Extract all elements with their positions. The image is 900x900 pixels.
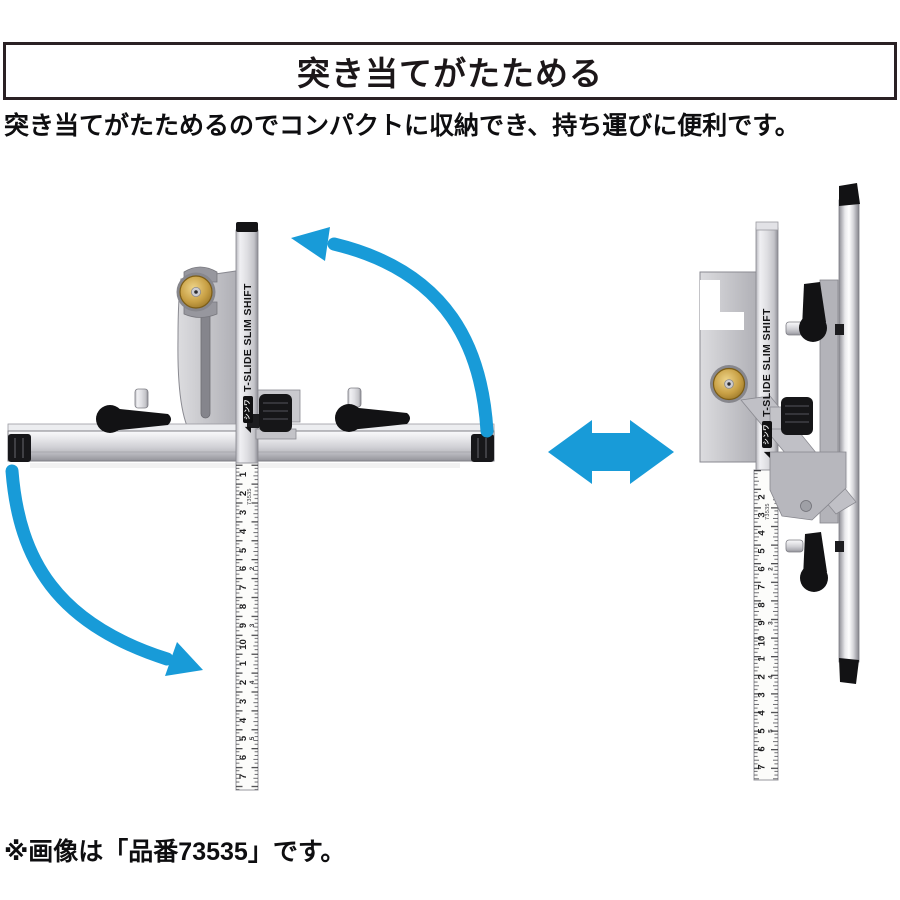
- ruler-secondary-number: 3: [248, 623, 256, 628]
- ruler-secondary-number: [243, 640, 262, 649]
- brand-badge: シンワ: [762, 420, 772, 448]
- stud-pin-left: [134, 388, 149, 409]
- folded-fence-bar: [838, 199, 860, 663]
- stud-pin-lower: [785, 539, 804, 553]
- brand-logo-icon: ◢: [243, 426, 252, 433]
- brand-logo-icon: ◢: [762, 451, 771, 458]
- ruler-secondary-number: 4: [767, 675, 774, 679]
- ruler-ticks: [236, 463, 258, 790]
- adjuster-slot: [200, 309, 211, 419]
- ruler-secondary-number: [762, 547, 780, 556]
- product-label-text: T-SLIDE SLIM SHIFT: [761, 308, 773, 417]
- toggle-double-arrow-icon: [548, 420, 674, 484]
- part-number-print-left: 73535: [247, 488, 253, 505]
- ruler-secondary-number: [243, 527, 262, 536]
- dial-center: [194, 290, 198, 294]
- fence-end-cap-right: [471, 434, 494, 462]
- ruler-secondary-number: 3: [767, 621, 774, 625]
- page-title: 突き当てがたためる: [297, 55, 603, 92]
- lock-lever-upper: [799, 282, 827, 342]
- lower-bracket: [769, 451, 847, 521]
- ruler-secondary-number: [762, 583, 780, 592]
- bar-cap-top: [839, 183, 860, 206]
- ruler-secondary-number: [762, 529, 780, 538]
- ruler-secondary-number: [243, 716, 262, 725]
- ruler-secondary-number: [762, 601, 780, 610]
- bar-cap-bottom: [839, 658, 859, 684]
- dial-center-folded: [727, 382, 731, 386]
- note-text: ※画像は「品番73535」です。: [4, 838, 346, 866]
- ruler-secondary-number: [762, 691, 780, 700]
- bracket-screw: [800, 500, 812, 512]
- ruler-secondary-number: [243, 546, 262, 555]
- fold-curve-arrow-top-icon: [291, 227, 494, 438]
- stem-cap: [236, 222, 258, 232]
- clamp-knob: [259, 394, 292, 432]
- ruler-secondary-number: [243, 772, 262, 781]
- ruler-ticks-folded: [754, 470, 778, 780]
- folded-tool: [699, 183, 860, 781]
- lock-lever-left: [96, 405, 171, 433]
- ruler-secondary-number: [243, 583, 262, 592]
- lock-lever-right: [335, 404, 410, 432]
- ruler-secondary-number: [762, 763, 780, 772]
- ruler-secondary-number: [243, 470, 262, 479]
- ruler-secondary-number: 5: [767, 729, 774, 733]
- ruler-secondary-number: 5: [248, 737, 256, 741]
- ruler-secondary-right: 2 3 4 5: [766, 488, 775, 776]
- product-label-left: ◢ シンワ T-SLIDE SLIM SHIFT: [238, 283, 258, 433]
- product-label-text: T-SLIDE SLIM SHIFT: [242, 283, 254, 392]
- ruler-secondary-number: [243, 659, 262, 668]
- ruler-secondary-number: [762, 745, 780, 754]
- fence-end-cap-left: [8, 434, 31, 462]
- ruler-secondary-number: [243, 753, 262, 762]
- ruler-secondary-number: [762, 493, 780, 502]
- product-label-right: ◢ シンワ T-SLIDE SLIM SHIFT: [757, 292, 777, 458]
- bar-clip-upper: [835, 324, 844, 335]
- ruler-secondary-number: 2: [767, 567, 774, 571]
- part-number-print-right: 73535: [765, 503, 771, 520]
- stem-top-folded: [755, 221, 779, 231]
- fold-curve-arrow-bottom-icon: [5, 464, 203, 676]
- brand-badge: シンワ: [243, 395, 253, 423]
- ruler-secondary-number: [243, 697, 262, 706]
- ruler-secondary-number: [762, 655, 780, 664]
- ruler-secondary-left: 2 3 4 5: [248, 465, 257, 786]
- bar-clip-lower: [835, 541, 844, 552]
- ruler-secondary-number: 4: [248, 680, 256, 685]
- ruler-secondary-number: [243, 508, 262, 517]
- clamp-knob-folded: [781, 397, 813, 435]
- lock-lever-lower: [800, 532, 828, 592]
- ruler-secondary-number: [762, 709, 780, 718]
- hook-cutout: [700, 280, 744, 330]
- ruler-secondary-number: [762, 637, 780, 646]
- ruler-secondary-number: 2: [248, 567, 256, 571]
- ruler-secondary-number: [243, 602, 262, 611]
- description-text: 突き当てがたためるのでコンパクトに収納でき、持ち運びに便利です。: [4, 112, 800, 140]
- header-box: 突き当てがたためる: [3, 42, 897, 100]
